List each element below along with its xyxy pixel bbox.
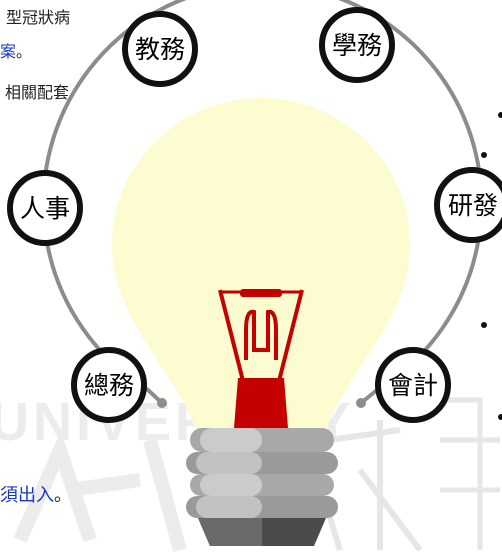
light-bulb-icon (112, 98, 410, 546)
bg-text-footer-suffix: 。 (54, 485, 72, 506)
connector-arc (41, 0, 484, 405)
node-personnel: 人事 (7, 170, 83, 246)
filament-stem (234, 378, 288, 428)
node-label: 研發 (448, 191, 498, 220)
bg-text-line2-highlight: 案 (0, 42, 17, 61)
bg-text-line2: 案。 (0, 38, 32, 62)
node-general-affairs: 總務 (71, 347, 147, 423)
bullet-dot (481, 152, 487, 158)
filament-bar (240, 289, 282, 297)
node-label: 教務 (135, 35, 185, 64)
node-label: 人事 (20, 194, 70, 223)
bulb-glass (112, 98, 410, 428)
bulb-screw-base (186, 428, 338, 546)
node-accounting: 會計 (375, 347, 451, 423)
bullet-dot (498, 112, 502, 118)
bg-text-line2-suffix: 。 (16, 42, 33, 61)
bg-text-footer: 須出入。 (0, 481, 72, 507)
bg-text-footer-highlight: 須出入 (0, 485, 54, 506)
arc-end-dot (157, 398, 167, 408)
node-research-development: 研發 (434, 167, 502, 243)
bullet-dot (498, 414, 502, 420)
node-label: 會計 (388, 371, 438, 400)
node-academic-affairs: 教務 (122, 11, 198, 87)
node-label: 學務 (332, 31, 382, 60)
bg-text-line1: 型冠狀病 (6, 8, 71, 27)
node-label: 總務 (84, 371, 134, 400)
arc-end-dot (356, 398, 366, 408)
node-student-affairs: 學務 (319, 7, 395, 83)
bg-text-line3: 相關配套 (5, 83, 70, 102)
bullet-dot (481, 322, 487, 328)
